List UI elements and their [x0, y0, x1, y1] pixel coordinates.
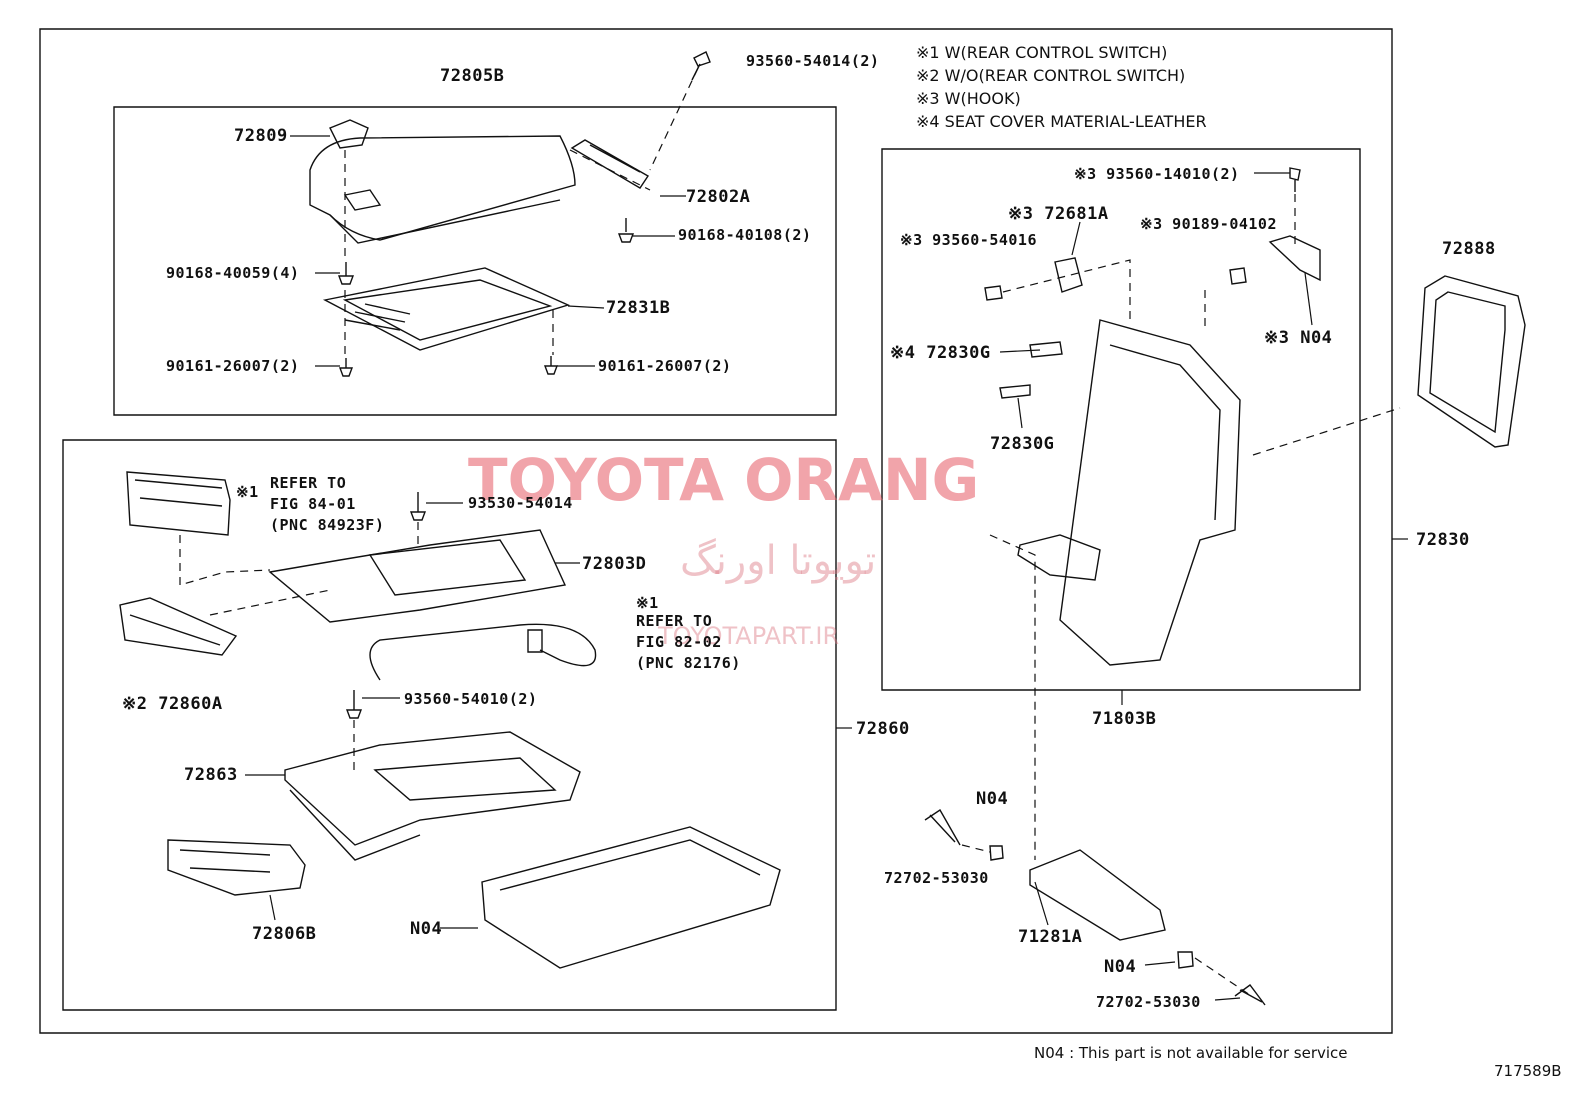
refer-1-line-3: (PNC 84923F): [270, 516, 385, 534]
label-90161-26007-2-right[interactable]: 90161-26007(2): [598, 357, 732, 375]
part-tray: [120, 598, 236, 655]
screw-90161-26007-left: [340, 358, 352, 376]
part-lid-latch: [345, 190, 380, 210]
label-72805B[interactable]: 72805B: [440, 66, 505, 86]
label-90161-26007-2-left[interactable]: 90161-26007(2): [166, 357, 300, 375]
label-72806B[interactable]: 72806B: [252, 924, 317, 944]
frame-armrest-lid: [114, 107, 836, 415]
note-4: ※4 SEAT COVER MATERIAL-LEATHER: [916, 112, 1207, 131]
label-93560-54016[interactable]: ※3 93560-54016: [900, 231, 1037, 249]
label-72809[interactable]: 72809: [234, 126, 288, 146]
refer-2-line-2[interactable]: FIG 82-02: [636, 633, 722, 651]
footer-n04-note: N04 : This part is not available for ser…: [1034, 1044, 1348, 1062]
refer-1-line-1: REFER TO: [270, 474, 347, 492]
part-pad-72888: [1418, 276, 1525, 447]
watermark-brand: TOYOTA ORANG: [468, 446, 980, 514]
part-hook-N04: [1270, 236, 1320, 280]
part-clip-90189: [1230, 268, 1246, 284]
screw-93560-14010: [1290, 168, 1300, 192]
part-wire-harness: [370, 624, 596, 680]
part-rear-switch: [127, 472, 230, 535]
wire-connector: [528, 630, 542, 652]
part-hinge-71281A: [1030, 850, 1165, 940]
outer-frame: [40, 29, 1392, 1033]
label-72863[interactable]: 72863: [184, 765, 238, 785]
part-cap: [330, 120, 368, 148]
label-72803D[interactable]: 72803D: [582, 554, 647, 574]
label-72702-53030-b[interactable]: 72702-53030: [1096, 993, 1201, 1011]
label-72830G-leather[interactable]: ※4 72830G: [890, 343, 991, 363]
note-1: ※1 W(REAR CONTROL SWITCH): [916, 43, 1168, 62]
refer-1-mark: ※1: [236, 483, 259, 501]
label-90189-04102[interactable]: ※3 90189-04102: [1140, 215, 1277, 233]
label-N04-hook[interactable]: ※3 N04: [1264, 328, 1333, 348]
label-71281A[interactable]: 71281A: [1018, 927, 1083, 947]
screw-90168-40108: [619, 218, 633, 242]
label-90168-40059-4[interactable]: 90168-40059(4): [166, 264, 300, 282]
label-72802A[interactable]: 72802A: [686, 187, 751, 207]
screw-93560-54014: [692, 52, 710, 80]
nut-N04-top: [990, 846, 1003, 860]
part-panel: [270, 530, 565, 622]
label-93530-54014[interactable]: 93530-54014: [468, 494, 573, 512]
label-72830G[interactable]: 72830G: [990, 434, 1055, 454]
refer-1-line-2[interactable]: FIG 84-01: [270, 495, 356, 513]
watermark-url: TOYOTAPART.IR: [658, 622, 840, 650]
label-72830[interactable]: 72830: [1416, 530, 1470, 550]
part-lid-edge: [330, 200, 560, 243]
label-N04-storage[interactable]: N04: [410, 919, 443, 939]
label-93560-14010-2[interactable]: ※3 93560-14010(2): [1074, 165, 1240, 183]
part-hinge: [572, 140, 648, 188]
label-72702-53030-a[interactable]: 72702-53030: [884, 869, 989, 887]
screw-93530-54014: [411, 492, 425, 520]
screw-93560-54016: [985, 286, 1002, 300]
label-90168-40108-2[interactable]: 90168-40108(2): [678, 226, 812, 244]
part-hook-72681A: [1055, 258, 1082, 292]
part-bracket: [168, 840, 305, 895]
label-72831B[interactable]: 72831B: [606, 298, 671, 318]
watermark-persian: تویوتا اورنگ: [680, 538, 877, 584]
label-72860[interactable]: 72860: [856, 719, 910, 739]
label-93560-54010-2[interactable]: 93560-54010(2): [404, 690, 538, 708]
label-N04-bottom[interactable]: N04: [1104, 957, 1137, 977]
part-72830G: [1000, 385, 1030, 398]
label-N04-top[interactable]: N04: [976, 789, 1009, 809]
frame-armrest-hook: [882, 149, 1360, 690]
note-2: ※2 W/O(REAR CONTROL SWITCH): [916, 66, 1186, 85]
label-93560-54014-2[interactable]: 93560-54014(2): [746, 52, 880, 70]
screw-90161-26007-right: [545, 356, 557, 374]
label-72860A[interactable]: ※2 72860A: [122, 694, 223, 714]
part-armrest: [1060, 320, 1240, 665]
label-72888[interactable]: 72888: [1442, 239, 1496, 259]
refer-2-mark: ※1: [636, 594, 659, 612]
part-storage-box: [482, 827, 780, 968]
part-plate: [325, 268, 568, 350]
frame-console-box: [63, 440, 836, 1010]
part-72830G-leather: [1030, 342, 1062, 357]
label-72681A[interactable]: ※3 72681A: [1008, 204, 1109, 224]
figure-id: 717589B: [1494, 1062, 1562, 1080]
refer-2-line-1: REFER TO: [636, 612, 713, 630]
part-box-body: [285, 732, 580, 845]
screw-90168-40059: [339, 262, 353, 284]
bolt-72702-53030-a: [925, 810, 960, 845]
note-3: ※3 W(HOOK): [916, 89, 1021, 108]
screw-93560-54010: [347, 690, 361, 718]
label-71803B[interactable]: 71803B: [1092, 709, 1157, 729]
bolt-72702-53030-b: [1235, 985, 1265, 1005]
refer-2-line-3: (PNC 82176): [636, 654, 741, 672]
nut-N04-bottom: [1178, 952, 1193, 968]
